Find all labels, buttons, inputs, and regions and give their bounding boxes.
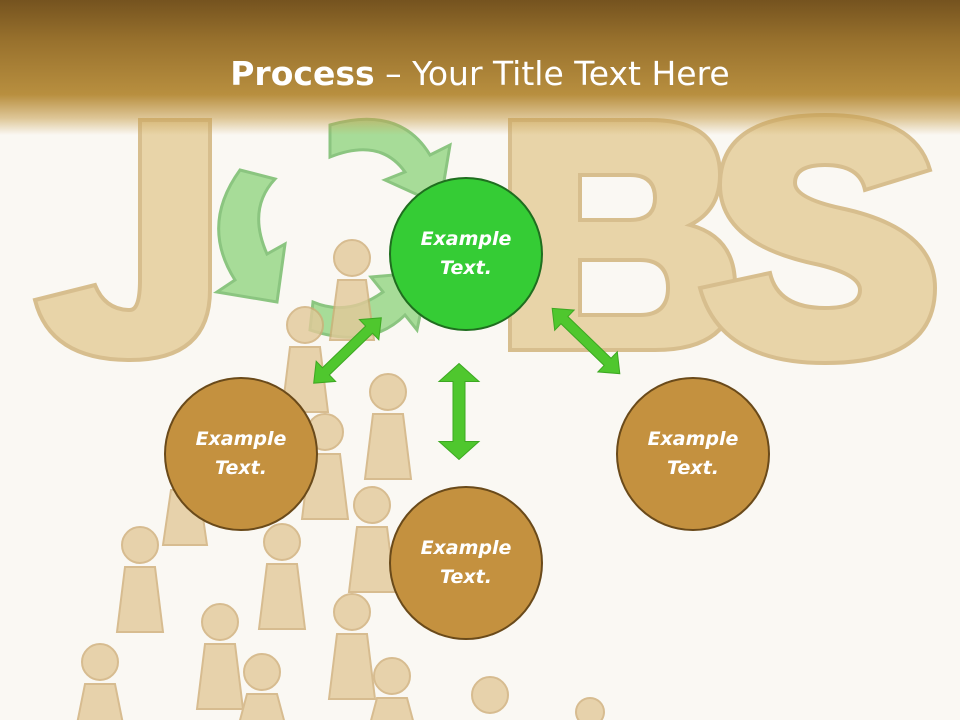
node-left-label: Example Text.	[195, 428, 287, 479]
node-right: Example Text.	[616, 377, 770, 531]
node-top-label: Example Text.	[420, 228, 512, 279]
node-left: Example Text.	[164, 377, 318, 531]
node-bottom-label: Example Text.	[420, 537, 512, 588]
node-right-label: Example Text.	[647, 428, 739, 479]
arrow-vertical	[437, 362, 481, 461]
title-rest: – Your Title Text Here	[374, 54, 730, 93]
arrow-top-right	[551, 307, 621, 375]
jobs-letters-art	[32, 112, 938, 366]
gold-figures-art	[76, 239, 605, 720]
title-bold: Process	[230, 54, 375, 93]
slide-title: Process – Your Title Text Here	[0, 52, 960, 96]
node-top: Example Text.	[389, 177, 543, 331]
title-bar	[0, 0, 960, 135]
arrow-top-left	[313, 317, 382, 384]
node-bottom: Example Text.	[389, 486, 543, 640]
